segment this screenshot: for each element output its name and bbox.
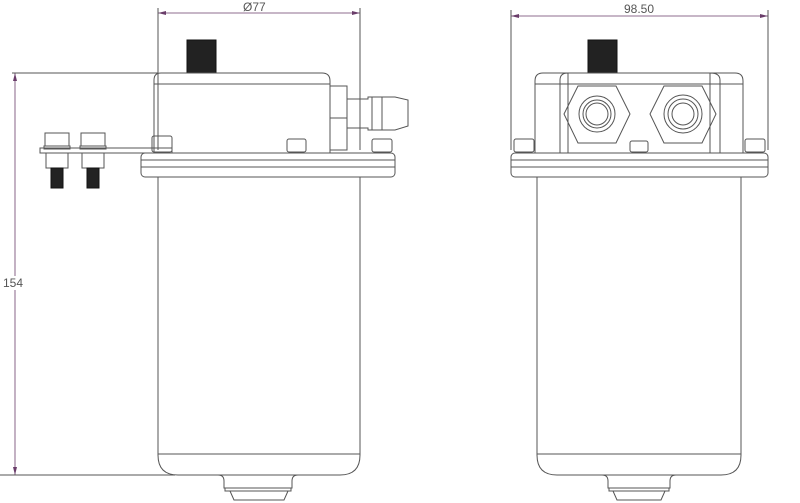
drain-plug xyxy=(601,474,677,501)
diameter-dimension xyxy=(157,8,361,150)
knurled-cap xyxy=(587,39,618,74)
height-dimension xyxy=(0,72,175,476)
knurled-cap xyxy=(186,39,217,74)
terminal-bracket xyxy=(39,132,173,189)
lid xyxy=(153,72,331,153)
side-view xyxy=(0,8,409,501)
drain-plug xyxy=(217,474,299,501)
lid xyxy=(534,72,744,153)
canister-body xyxy=(536,177,742,476)
flange xyxy=(510,152,769,178)
height-label: 154 xyxy=(3,276,24,290)
bolt-heads xyxy=(151,135,393,153)
front-view xyxy=(510,10,769,501)
hose-barb xyxy=(347,96,409,131)
cable-gland-right xyxy=(649,85,717,144)
width-label: 98.50 xyxy=(624,2,655,16)
cable-gland-left xyxy=(563,85,631,144)
canister-body xyxy=(157,177,361,476)
flange xyxy=(140,152,396,178)
bolt-heads xyxy=(513,138,766,153)
diameter-label: Ø77 xyxy=(243,0,266,14)
width-dimension xyxy=(510,10,769,150)
